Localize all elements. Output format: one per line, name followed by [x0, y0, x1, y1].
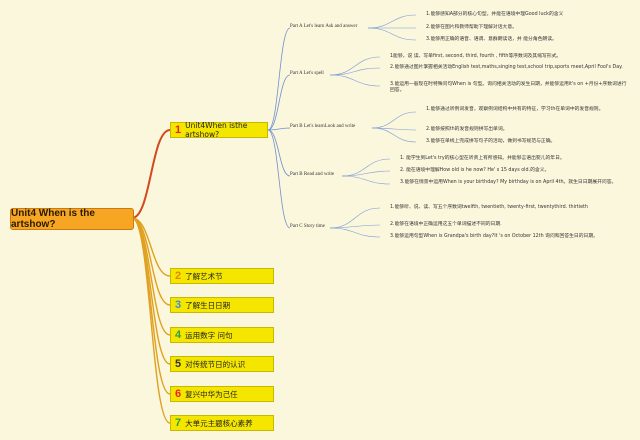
branch-part-line-1	[267, 27, 291, 131]
branch-label: 对传统节日的认识	[185, 359, 246, 369]
part-leaf-line-2-3	[329, 74, 381, 87]
branch-label: 大单元主题核心素养	[185, 418, 253, 428]
part-leaf-line-4-1	[341, 158, 391, 177]
branch-node-traditional-festivals[interactable]: 5 对传统节日的认识	[170, 356, 274, 372]
branch-node-core-literacy[interactable]: 7 大单元主题核心素养	[170, 415, 274, 431]
part-leaf-line-4-3	[341, 175, 391, 185]
leaf-a1-3: 3.能够用正确的语音、语调、意群朗读话，并 能分角色朗读。	[426, 37, 557, 42]
branch-number: 7	[175, 417, 182, 429]
branch-node-birthday-dates[interactable]: 3 了解生日日期	[170, 297, 274, 313]
root-node[interactable]: Unit4 When is the artshow?	[10, 208, 134, 230]
part-b-learn-node[interactable]: Part B Let's learnLook and write	[290, 124, 356, 129]
leaf-a2-3: 3.能运用一般现在时特殊问句When is 句型。询问相关活动的发生日期，并能够…	[390, 82, 627, 94]
branch-part-line-2	[267, 74, 291, 131]
leaf-b1-1: 1.能够通过听例词发音，观察例词结构中共有的特征，学习th在单词中的发音规则。	[426, 107, 604, 112]
part-leaf-line-2-2	[329, 67, 381, 76]
part-leaf-line-3-1	[371, 111, 417, 129]
branch-part-line-4	[267, 129, 291, 177]
branch-number: 3	[175, 299, 182, 311]
part-leaf-line-5-2	[329, 224, 381, 229]
branch-node-unit4[interactable]: 1 Unit4When isthe artshow?	[170, 121, 268, 139]
leaf-a2-1: 1能够，说 读、写单first, second, third, fourth ,…	[390, 54, 562, 59]
branch-label: 了解生日日期	[185, 300, 231, 310]
leaf-b2-3: 3.能够在情景中运用When is your birthday? My birt…	[400, 180, 617, 185]
branch-label: Unit4When isthe artshow?	[185, 121, 248, 139]
part-leaf-line-5-1	[329, 207, 381, 229]
part-a-spell-node[interactable]: Part A Let's spell	[290, 71, 324, 76]
branch-number: 5	[175, 358, 182, 370]
branch-label: 复兴中华为己任	[185, 389, 238, 399]
branch-label: 运用数字 问句	[185, 330, 233, 340]
part-leaf-line-2-1	[329, 56, 381, 76]
leaf-a1-2: 2.能够在图片和教师帮助下理解对话大意。	[426, 25, 517, 30]
branch-node-rejuvenation[interactable]: 6 复兴中华为己任	[170, 386, 274, 402]
root-title: Unit4 When is the artshow?	[11, 208, 95, 230]
leaf-b2-1: 1. 能学生到Let's try的核心型在听贤上有所感知。并能够言语出婴儿的年日…	[400, 156, 565, 161]
branch-node-art-festival[interactable]: 2 了解艺术节	[170, 268, 274, 284]
branch-label: 了解艺术节	[185, 271, 223, 281]
branch-number: 2	[175, 270, 182, 282]
part-leaf-line-1-3	[367, 27, 417, 41]
leaf-a2-2: 2.能够通过图片掌握相关活动English test,maths,singing…	[390, 65, 623, 70]
root-branch-line-1	[131, 129, 171, 219]
part-a-learn-node[interactable]: Part A Let's learn Ask and answer	[290, 24, 358, 29]
leaf-b1-3: 3.能够在单线上完成拼写句子的活动，做到书写规范与正确。	[426, 139, 556, 144]
branch-node-numbers-questions[interactable]: 4 运用数字 问句	[170, 327, 274, 343]
part-c-story-node[interactable]: Part C Story time	[290, 224, 325, 229]
branch-number: 4	[175, 329, 182, 341]
leaf-a1-1: 1.能够感知A部分的核心句型，并能在语境中理Good luck的含义	[426, 12, 564, 17]
root-branch-line-7	[131, 217, 171, 424]
branch-number: 6	[175, 388, 182, 400]
leaf-c-3: 3.能够运用句型When is Grandpa's birth day?It '…	[390, 234, 598, 239]
part-leaf-line-3-3	[371, 127, 417, 143]
leaf-c-1: 1.能够听、说、读、写五个序数词twelfth, twentieth, twen…	[390, 205, 588, 210]
part-leaf-line-1-1	[367, 14, 417, 29]
root-branch-line-6	[131, 217, 171, 395]
branch-number: 1	[175, 124, 182, 136]
leaf-c-2: 2.能够在语境中正确运用这五个单词描述不同的日期.	[390, 222, 502, 227]
branch-part-line-3	[267, 127, 291, 131]
root-branch-line-5	[131, 217, 171, 365]
leaf-b2-2: 2. 能在语境中理解How old is he now? He' s 15 da…	[400, 168, 550, 173]
part-b-read-node[interactable]: Part B Read and write	[290, 172, 335, 177]
leaf-b1-2: 2.能够按照th的发音规则拼写出单词。	[426, 127, 508, 132]
part-leaf-line-4-2	[341, 170, 391, 177]
part-leaf-line-5-3	[329, 227, 381, 238]
branch-part-line-5	[267, 129, 291, 229]
